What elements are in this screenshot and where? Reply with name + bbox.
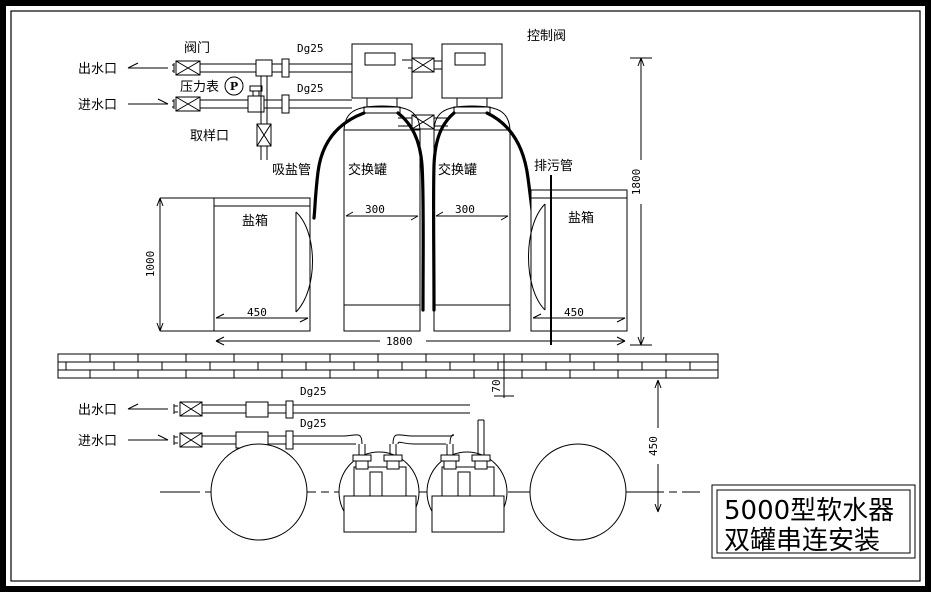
salt-box-right-label: 盐箱 [568,210,594,226]
plan-salt-tank-left [210,443,308,541]
dg25-bottom-outlet-label: Dg25 [300,385,327,398]
salt-box-left [213,197,313,332]
drain-pipe-label: 排污管 [534,159,573,174]
salt-box-left-label: 盐箱 [242,213,268,229]
floor-brick-band [57,353,719,379]
sampling-port-drop [256,76,272,160]
inner-border [10,10,921,582]
exchange-tank-right-label: 交换罐 [438,162,477,178]
dg25-top-inlet-label: Dg25 [297,82,324,95]
dim-450-left: 450 [247,306,267,319]
hose-left-tank-down [396,111,425,312]
title-block: 5000型软水器 双罐串连安装 [711,484,916,559]
dg25-top-outlet-label: Dg25 [297,42,324,55]
outlet-arrow-top [127,62,168,69]
title-line-2: 双罐串连安装 [724,526,880,556]
valve-interconnect-upper [402,57,442,73]
salt-suction-pipe-label: 吸盐管 [272,163,311,178]
pressure-gauge-symbol: P [224,76,263,96]
outlet-arrow-bottom [127,403,168,410]
dim-1000: 1000 [144,251,157,278]
plan-elbow-right-in [442,434,455,445]
dim-450-plan: 450 [647,436,660,456]
dim-exchange-tank-right-width: 300 [435,203,509,221]
dim-salt-box-left-width: 450 [215,306,309,323]
plan-salt-tank-right [529,443,627,541]
sampling-port-label: 取样口 [190,129,229,144]
dim-300-left: 300 [365,203,385,216]
salt-suction-hose-left [312,111,366,220]
dim-salt-box-height: 1000 [144,197,214,332]
inlet-label-top: 进水口 [78,98,117,113]
inlet-arrow-top [128,98,169,105]
dim-450-right: 450 [564,306,584,319]
outlet-pipe-top [172,58,352,78]
dg25-bottom-inlet-label: Dg25 [300,417,327,430]
dim-70: 70 [490,379,503,392]
control-valve-label: 控制阀 [527,29,566,44]
exchange-tank-left [343,105,421,332]
dim-plan-depth: 450 [647,379,666,513]
plan-valve-assembly-left [343,444,417,533]
dim-floor-thickness: 70 [490,354,514,398]
inlet-pipe-top [172,94,352,114]
dim-1800-horizontal: 1800 [386,335,413,348]
plan-valve-assembly-right [431,420,505,533]
inlet-arrow-bottom [128,434,169,441]
inlet-label-bottom: 进水口 [78,434,117,449]
exchange-tank-right [433,105,511,332]
hose-right-tank-down [431,111,456,312]
plan-elbow-left-out [392,434,415,445]
outlet-label-bottom: 出水口 [78,403,117,418]
dim-salt-box-right-width: 450 [532,306,626,323]
exchange-tank-left-label: 交换罐 [348,162,387,178]
dim-1800-vertical: 1800 [630,169,643,196]
dim-overall-width: 1800 [215,332,626,348]
control-valve-right [441,43,503,114]
plan-elbow-left-in [341,434,363,445]
dim-exchange-tank-left-width: 300 [345,203,419,221]
salt-box-right [528,189,628,332]
dim-300-right: 300 [455,203,475,216]
outlet-label-top: 出水口 [78,62,117,77]
pressure-gauge-label: 压力表 [180,80,219,95]
title-line-1: 5000型软水器 [724,496,894,526]
outlet-pipe-bottom [173,400,470,419]
control-valve-left [351,43,413,114]
plan-interconnect-pipe [414,435,450,445]
gauge-p-letter: P [230,80,238,93]
dim-overall-height: 1800 [630,57,652,346]
valve-label: 阀门 [184,41,210,56]
